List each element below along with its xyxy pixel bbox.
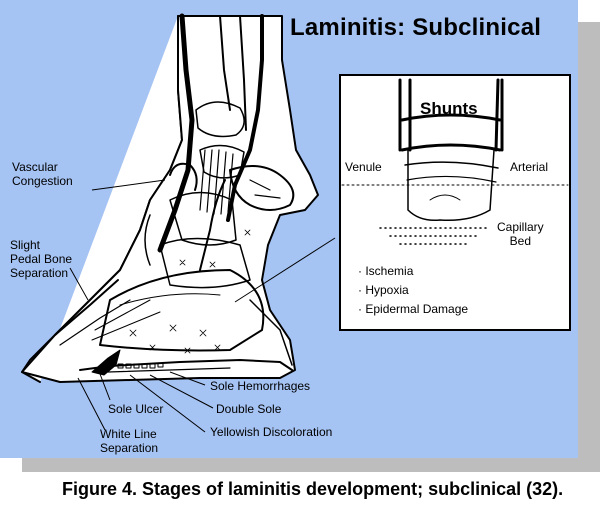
label-double-sole: Double Sole (216, 402, 282, 416)
hoof-illustration (21, 13, 319, 383)
leader-white-line (77, 377, 106, 431)
inset-label-arterial: Arterial (510, 160, 549, 174)
inset-box (339, 74, 571, 331)
inset-label-capillary-bed: Capillary Bed (497, 220, 544, 248)
inset-label-shunts: Shunts (420, 99, 478, 118)
inset-label-venule: Venule (345, 160, 382, 174)
effect-item: · Ischemia (358, 264, 414, 278)
label-sole-hemorrhages: Sole Hemorrhages (210, 379, 311, 393)
figure-caption: Figure 4. Stages of laminitis developmen… (62, 479, 564, 499)
label-white-line-separation: White Line Separation (100, 427, 159, 455)
inset-effects-list: · Ischemia · Hypoxia · Epidermal Damage (358, 262, 468, 319)
leader-pedal (69, 267, 89, 301)
effect-item: · Hypoxia (358, 283, 409, 297)
leader-hemorrhages (169, 371, 206, 386)
effect-item: · Epidermal Damage (358, 302, 469, 316)
leader-inset (234, 237, 336, 303)
figure-title: Laminitis: Subclinical (290, 14, 542, 41)
leader-vascular (91, 179, 166, 191)
label-sole-ulcer: Sole Ulcer (108, 402, 164, 416)
label-pedal-bone-separation: Slight Pedal Bone Separation (10, 238, 73, 280)
leader-ulcer (99, 373, 111, 401)
label-yellowish-discoloration: Yellowish Discoloration (210, 425, 333, 439)
leader-yellowish (129, 374, 206, 433)
leader-double-sole (149, 374, 214, 409)
leader-lines (69, 179, 336, 433)
label-vascular-congestion: Vascular Congestion (12, 160, 73, 188)
